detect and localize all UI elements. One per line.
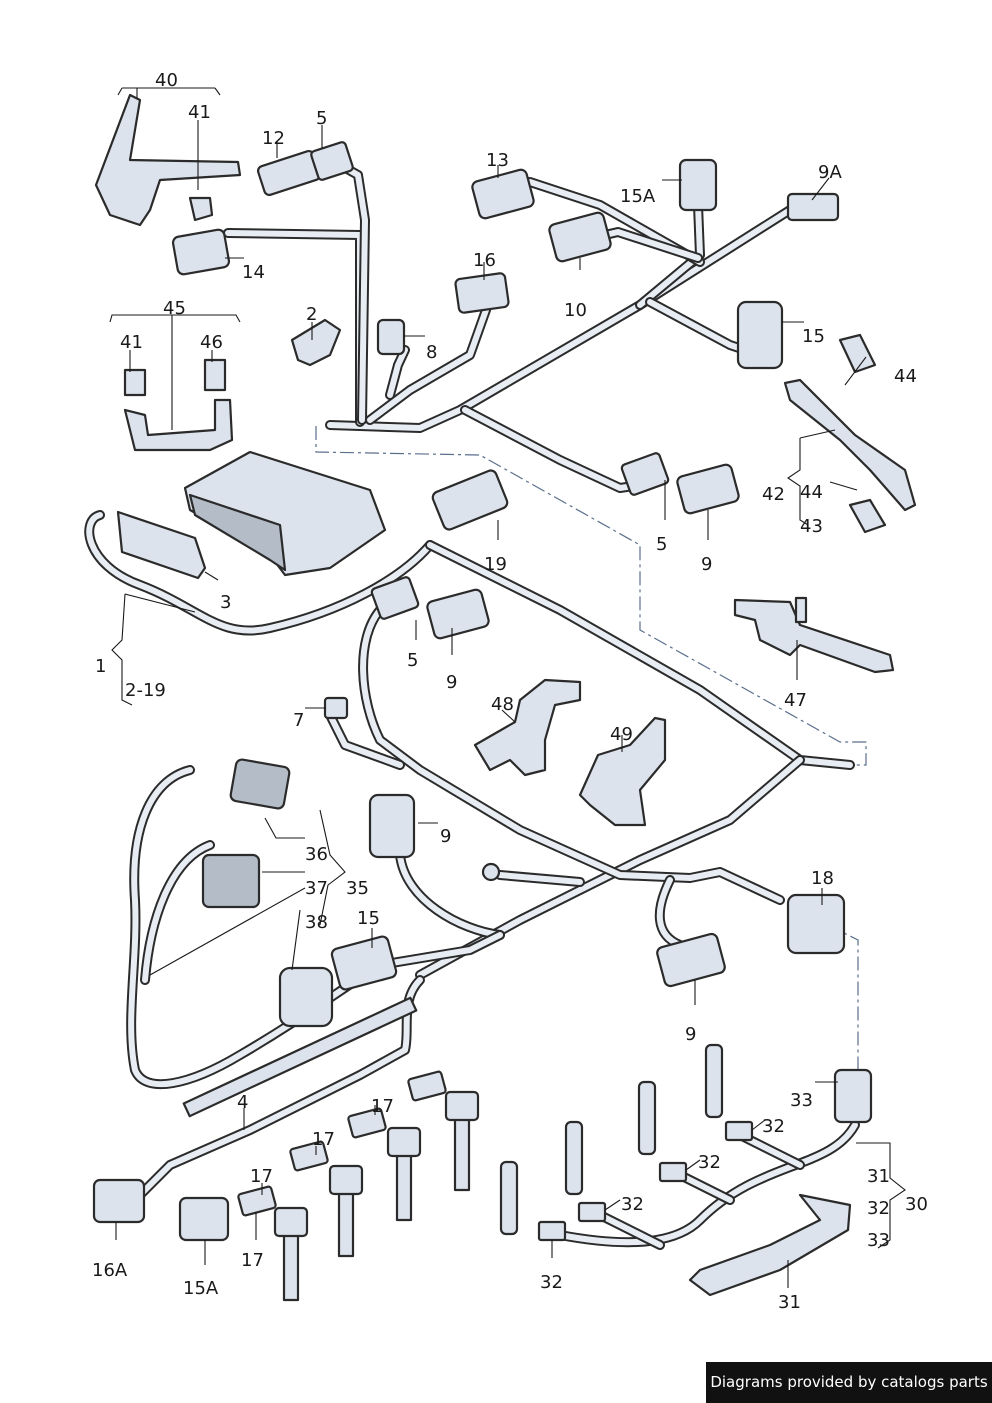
bracket-48 xyxy=(473,678,582,777)
label-17-d: 17 xyxy=(241,1250,264,1271)
clip-44-top xyxy=(838,333,877,374)
connectors xyxy=(92,141,873,1242)
label-16: 16 xyxy=(473,250,496,271)
guide-line-upper xyxy=(315,426,867,766)
label-13: 13 xyxy=(486,150,509,171)
label-33-top: 33 xyxy=(790,1090,813,1111)
label-2: 2 xyxy=(306,304,317,325)
label-35: 35 xyxy=(346,878,369,899)
label-41-top: 41 xyxy=(188,102,211,123)
label-16a: 16A xyxy=(92,1260,128,1281)
clip-43 xyxy=(848,498,887,534)
leader-lines xyxy=(109,87,906,1288)
bracket-40 xyxy=(94,93,242,227)
label-4: 4 xyxy=(237,1092,248,1113)
middle-harness xyxy=(84,510,855,980)
upper-harness xyxy=(223,160,795,493)
label-10: 10 xyxy=(564,300,587,321)
label-42: 42 xyxy=(762,484,785,505)
label-15-top: 15 xyxy=(802,326,825,347)
bracket-47-stud xyxy=(794,596,808,624)
label-9-center: 9 xyxy=(440,826,451,847)
label-17-c: 17 xyxy=(250,1166,273,1187)
label-14: 14 xyxy=(242,262,265,283)
label-32-b: 32 xyxy=(698,1152,721,1173)
bracket-42 xyxy=(783,378,917,512)
label-1: 1 xyxy=(95,656,106,677)
label-15-lower: 15 xyxy=(357,908,380,929)
label-9-mid: 9 xyxy=(701,554,712,575)
label-48: 48 xyxy=(491,694,514,715)
label-33-right: 33 xyxy=(867,1230,890,1251)
label-44-top: 44 xyxy=(894,366,917,387)
ignition-coils xyxy=(273,1090,480,1302)
label-15a-top: 15A xyxy=(620,186,656,207)
clip-46 xyxy=(203,358,227,392)
injector-harness xyxy=(555,1120,860,1250)
label-31-top: 31 xyxy=(867,1166,890,1187)
label-43: 43 xyxy=(800,516,823,537)
clip-41 xyxy=(123,368,147,397)
label-38: 38 xyxy=(305,912,328,933)
label-32-c: 32 xyxy=(621,1194,644,1215)
attribution-banner: Diagrams provided by catalogs parts xyxy=(706,1362,992,1403)
label-18: 18 xyxy=(811,868,834,889)
label-41: 41 xyxy=(120,332,143,353)
label-31-bottom: 31 xyxy=(778,1292,801,1313)
label-9-right: 9 xyxy=(685,1024,696,1045)
label-9a: 9A xyxy=(818,162,842,183)
label-5-top: 5 xyxy=(316,108,327,129)
label-5-lower: 5 xyxy=(407,650,418,671)
module-3 xyxy=(116,510,207,580)
label-32-a: 32 xyxy=(762,1116,785,1137)
label-30: 30 xyxy=(905,1194,928,1215)
label-49: 49 xyxy=(610,724,633,745)
label-44: 44 xyxy=(800,482,823,503)
label-19: 19 xyxy=(484,554,507,575)
lower-harness xyxy=(126,765,505,1200)
label-32-d: 32 xyxy=(540,1272,563,1293)
cover-31 xyxy=(688,1193,852,1297)
label-36: 36 xyxy=(305,844,328,865)
label-15a-bottom: 15A xyxy=(183,1278,219,1299)
bracket-45 xyxy=(123,398,234,452)
label-9-lower: 9 xyxy=(446,672,457,693)
label-2-19: 2-19 xyxy=(125,680,166,701)
label-47: 47 xyxy=(784,690,807,711)
bracket-49 xyxy=(578,716,667,827)
control-unit-connectors xyxy=(188,493,287,572)
label-45: 45 xyxy=(163,298,186,319)
label-7: 7 xyxy=(293,710,304,731)
label-17-a: 17 xyxy=(371,1096,394,1117)
clip-41-top xyxy=(188,196,214,222)
label-8: 8 xyxy=(426,342,437,363)
label-17-b: 17 xyxy=(312,1129,335,1150)
label-12: 12 xyxy=(262,128,285,149)
label-32-right: 32 xyxy=(867,1198,890,1219)
label-40: 40 xyxy=(155,70,178,91)
bracket-47 xyxy=(733,598,895,674)
label-46: 46 xyxy=(200,332,223,353)
label-37: 37 xyxy=(305,878,328,899)
label-5-mid: 5 xyxy=(656,534,667,555)
label-3: 3 xyxy=(220,592,231,613)
callout-labels: 40 41 12 5 13 9A 15A 14 16 10 15 2 8 44 … xyxy=(92,70,928,1313)
fuel-injectors xyxy=(499,1043,724,1236)
